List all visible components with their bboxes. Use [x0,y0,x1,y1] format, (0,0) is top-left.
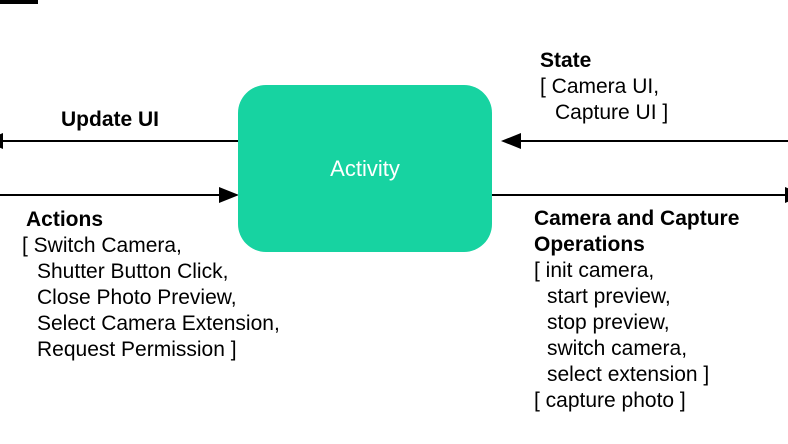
camera-ops-arrowhead [785,187,788,203]
actions-list-item: Close Photo Preview, [37,286,237,309]
camera-ops-list-item: select extension ] [547,363,710,386]
state-list-item: [ Camera UI, [540,75,660,98]
actions-title: Actions [26,208,104,231]
state-arrowhead [501,133,521,149]
camera-ops-list-item: start preview, [547,285,671,308]
camera-ops-label-block: Camera and Capture Operations [ init cam… [534,206,739,414]
camera-ops-title-line: Operations [534,233,645,256]
activity-node-label: Activity [330,155,400,181]
camera-ops-list-item: [ capture photo ] [534,389,686,412]
actions-list-item: Select Camera Extension, [37,312,280,335]
top-edge-line-fragment [0,0,38,4]
update-ui-arrow-line [0,140,239,142]
camera-ops-list-item: switch camera, [547,337,688,360]
actions-arrow-line [0,194,222,196]
state-title: State [540,49,592,72]
camera-ops-list-item: [ init camera, [534,259,655,282]
actions-label-block: Actions [ Switch Camera, Shutter Button … [22,207,280,363]
camera-ops-title-line: Camera and Capture [534,207,740,230]
camera-ops-list-item: stop preview, [547,311,670,334]
state-list-item: Capture UI ] [555,101,669,124]
state-label-block: State [ Camera UI, Capture UI ] [540,48,668,126]
update-ui-label: Update UI [61,108,160,131]
actions-arrowhead [219,187,239,203]
actions-list-item: Request Permission ] [37,338,237,361]
update-ui-arrowhead [0,133,3,149]
state-arrow-line [519,140,788,142]
actions-list-item: [ Switch Camera, [22,234,182,257]
actions-list-item: Shutter Button Click, [37,260,229,283]
camera-ops-arrow-line [492,194,788,196]
activity-node: Activity [238,85,492,252]
